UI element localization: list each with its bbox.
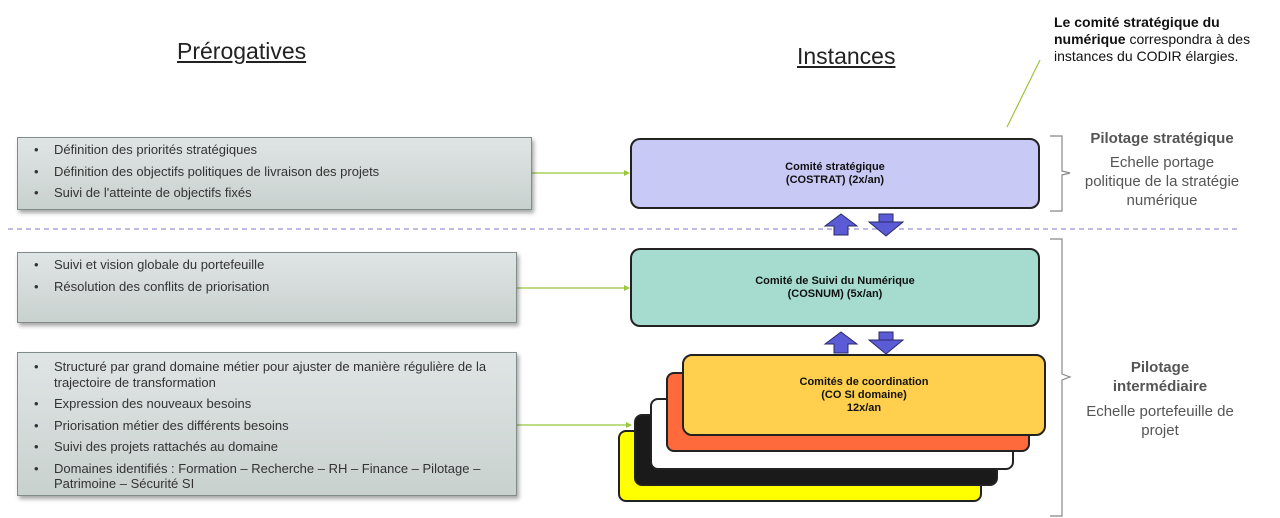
level-title-intermediate: Pilotage intermédiaire: [1112, 359, 1208, 395]
arrow-down-2: [867, 339, 905, 355]
heading-prerogatives: Prérogatives: [177, 38, 307, 64]
arrow-up-2: [823, 331, 859, 354]
committee-cosnum: Comité de Suivi du Numérique (COSNUM) (5…: [630, 248, 1040, 327]
prerogatives-box-cosi: Structuré par grand domaine métier pour …: [17, 352, 517, 496]
list-item: Résolution des conflits de priorisation: [32, 279, 506, 295]
list-item: Domaines identifiés : Formation – Recher…: [32, 461, 506, 492]
committee-cosi: Comités de coordination (CO SI domaine) …: [682, 354, 1046, 436]
committee-cosi-detail: (CO SI domaine): [821, 388, 907, 401]
list-item: Priorisation métier des différents besoi…: [32, 418, 506, 434]
costrat-note: Le comité stratégique du numérique corre…: [1054, 14, 1254, 65]
prerogatives-box-cosnum: Suivi et vision globale du portefeuille …: [17, 252, 517, 323]
committee-costrat: Comité stratégique (COSTRAT) (2x/an): [630, 138, 1040, 209]
arrow-down-2-tail: [878, 331, 894, 341]
arrow-up-1: [823, 213, 859, 236]
list-item: Suivi de l'atteinte de objectifs fixés: [32, 185, 521, 201]
list-item: Structuré par grand domaine métier pour …: [32, 359, 506, 390]
committee-costrat-detail: (COSTRAT) (2x/an): [785, 173, 885, 186]
arrow-down-1-tail: [878, 213, 894, 223]
list-item: Suivi des projets rattachés au domaine: [32, 439, 506, 455]
level-desc-strategic: Echelle portage politique de la stratégi…: [1084, 154, 1240, 209]
list-item: Définition des priorités stratégiques: [32, 142, 521, 158]
level-desc-intermediate: Echelle portefeuille de projet: [1086, 403, 1234, 439]
committee-costrat-name: Comité stratégique: [785, 160, 885, 173]
note-pointer: [1006, 59, 1041, 128]
costrat-note-rest: correspondra à des instances du CODIR él…: [1054, 31, 1251, 64]
bracket-strategic: [1050, 135, 1071, 212]
bracket-intermediate: [1050, 238, 1072, 517]
prerogatives-list-strategic: Définition des priorités stratégiques Dé…: [18, 138, 531, 201]
connector-cosi-head: [626, 422, 632, 428]
prerogatives-box-strategic: Définition des priorités stratégiques Dé…: [17, 137, 532, 210]
list-item: Définition des objectifs politiques de l…: [32, 164, 521, 180]
connector-costrat-head: [624, 170, 630, 176]
level-title-strategic: Pilotage stratégique: [1090, 130, 1234, 147]
prerogatives-list-cosi: Structuré par grand domaine métier pour …: [18, 353, 516, 492]
list-item: Expression des nouveaux besoins: [32, 396, 506, 412]
committee-cosi-name: Comités de coordination: [799, 375, 929, 388]
prerogatives-list-cosnum: Suivi et vision globale du portefeuille …: [18, 253, 516, 294]
committee-cosnum-name: Comité de Suivi du Numérique: [755, 274, 915, 287]
costrat-note-bold: Le comité stratégique du numérique: [1054, 14, 1220, 47]
connector-cosnum-head: [624, 285, 630, 291]
heading-instances: Instances: [797, 43, 896, 69]
committee-cosnum-detail: (COSNUM) (5x/an): [787, 287, 883, 300]
list-item: Suivi et vision globale du portefeuille: [32, 257, 506, 273]
committee-cosi-frequency: 12x/an: [846, 401, 882, 414]
